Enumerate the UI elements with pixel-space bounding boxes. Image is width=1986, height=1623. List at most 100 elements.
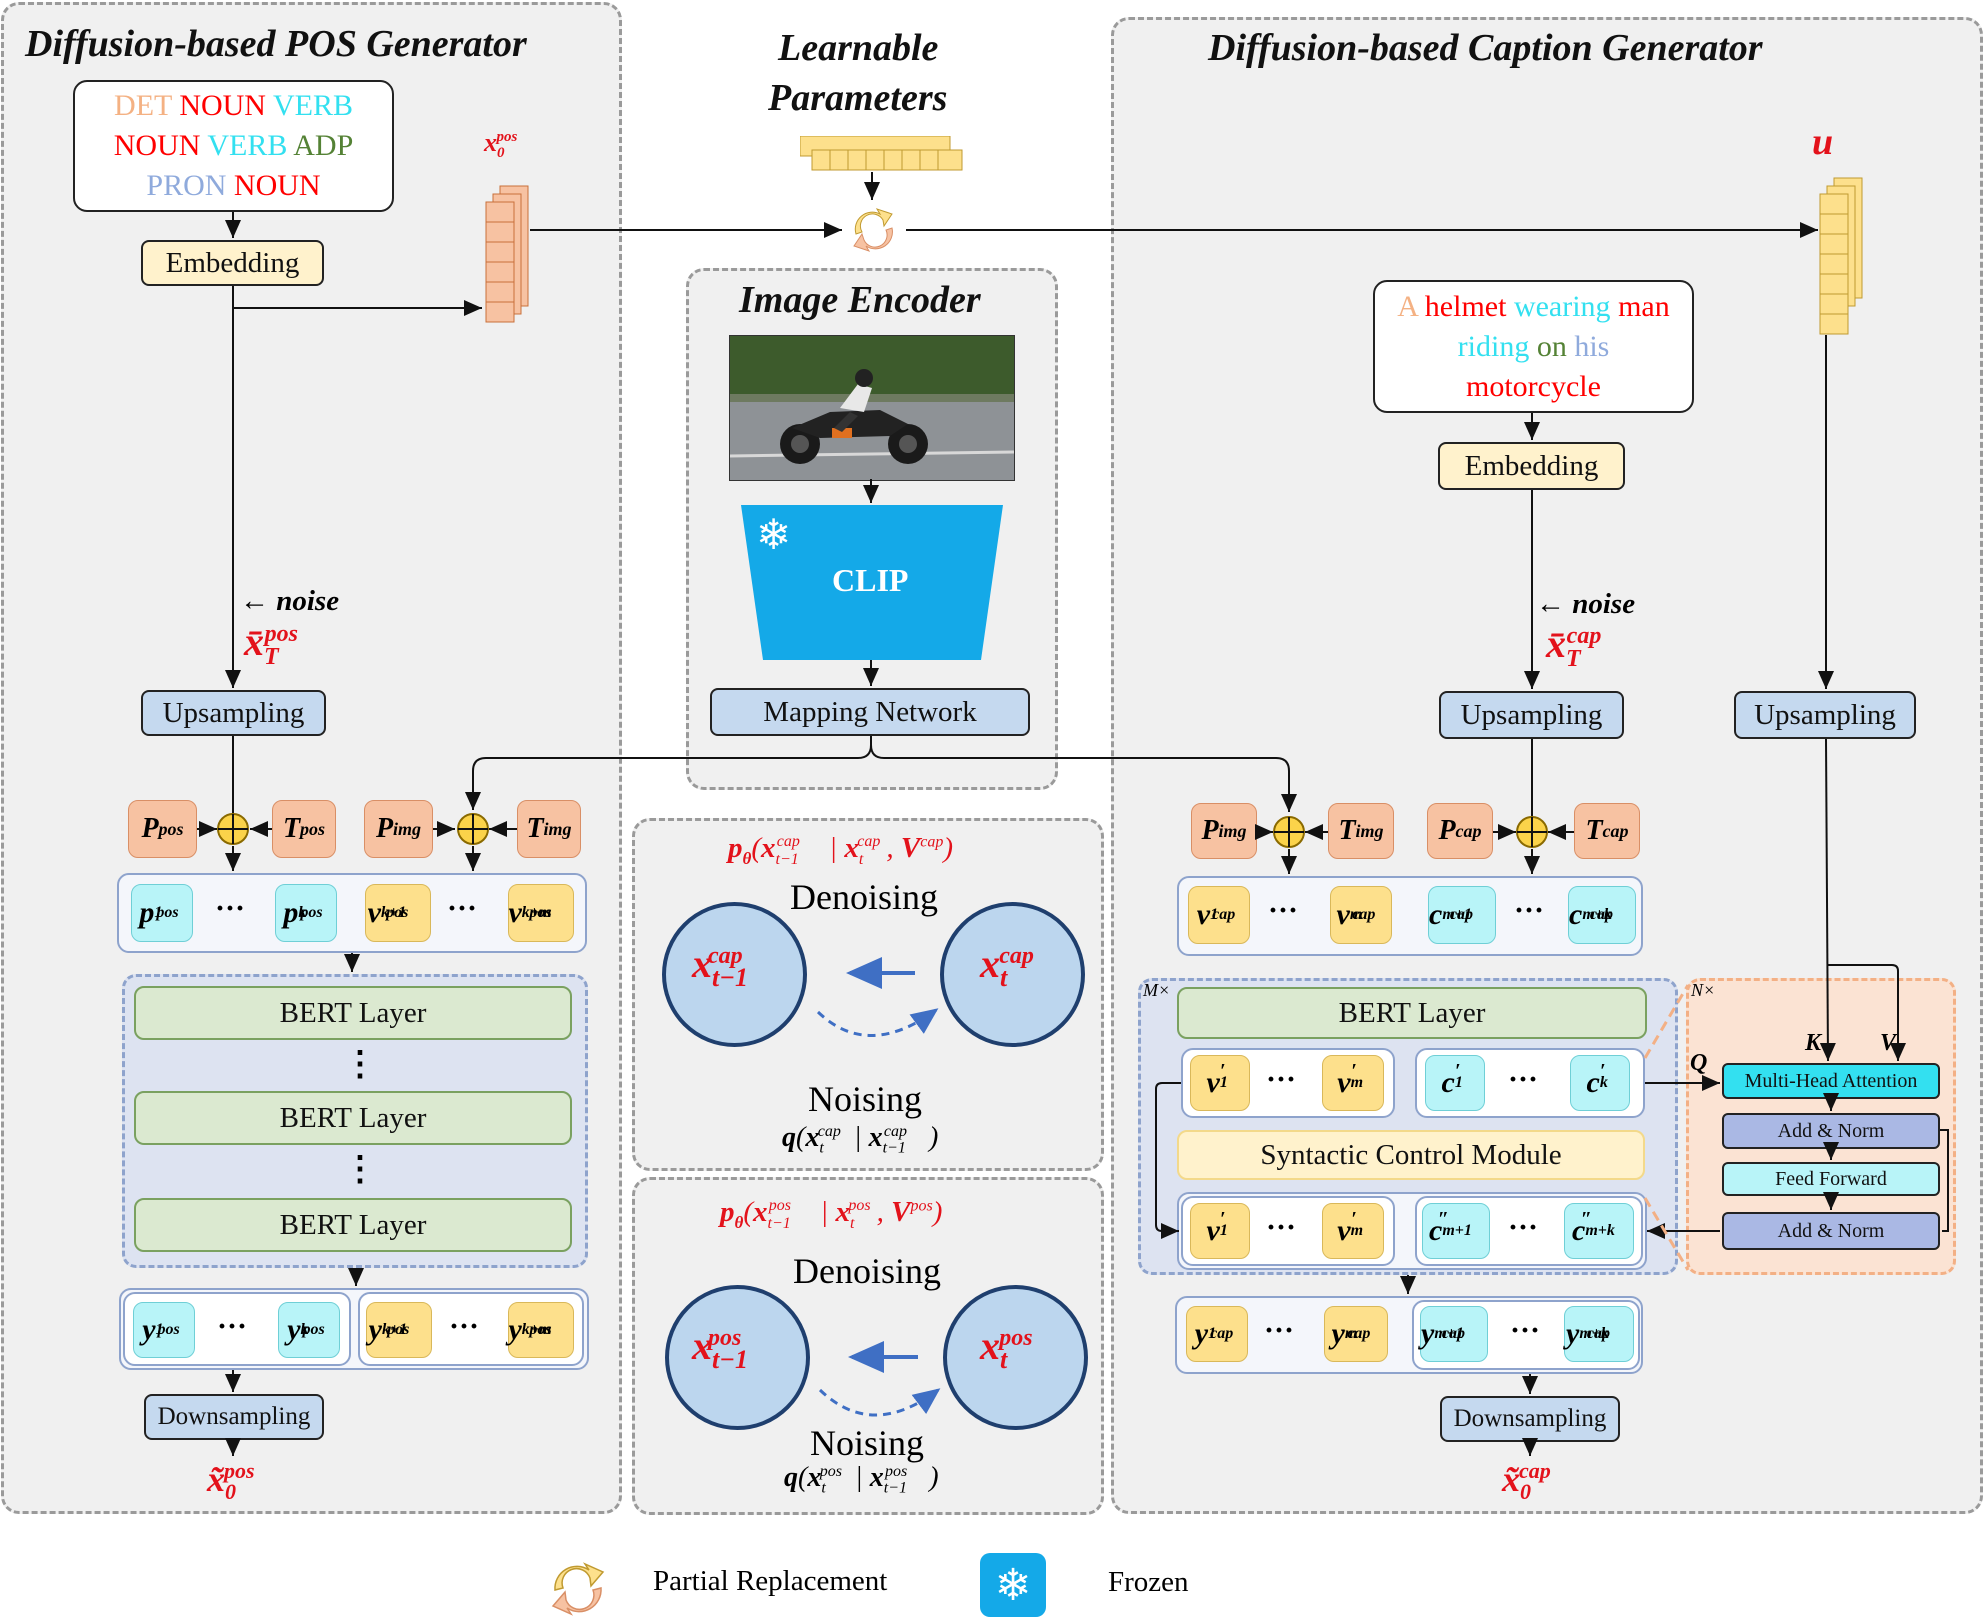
xt-1-cap-label: xt−1cap <box>692 941 748 992</box>
feed-forward-box: Feed Forward <box>1722 1162 1940 1196</box>
pos-tag-line: PRON NOUN <box>114 166 354 206</box>
xbar-T-pos-label: x̄Tpos <box>244 619 299 670</box>
m-times-label: M× <box>1143 980 1171 1000</box>
xt-1-pos-circle <box>665 1285 810 1430</box>
x0-pos-label: x0pos <box>484 128 518 162</box>
pos-tag: VERB <box>207 129 288 162</box>
xtilde-0-cap-label: x̃0cap <box>1502 1458 1551 1505</box>
learnable-parameters-stack <box>799 135 964 172</box>
xt-1-cap-circle <box>662 902 807 1047</box>
xt-pos-circle <box>943 1285 1088 1430</box>
q-label: Q <box>1690 1050 1708 1076</box>
u-upsampling-box: Upsampling <box>1734 691 1916 739</box>
caption-generator-panel <box>1111 17 1983 1514</box>
caption-word: wearing <box>1513 289 1611 323</box>
caption-input-token-group <box>1177 876 1643 956</box>
add-norm-box: Add & Norm <box>1722 1113 1940 1149</box>
xt-cap-label: xtcap <box>980 941 1034 992</box>
caption-word-line: motorcycle <box>1397 367 1669 407</box>
token-ellipsis: ··· <box>1266 1063 1297 1096</box>
caption-word-line: riding on his <box>1397 327 1669 367</box>
vertical-ellipsis: ⋮ <box>343 1046 377 1083</box>
p-theta-pos-formula: pθ(xt−1pos | xtpos, Vpos) <box>720 1196 943 1232</box>
partial-replacement-node <box>853 208 893 252</box>
add-norm-box-2: Add & Norm <box>1722 1212 1940 1250</box>
q-pos-formula: q(xtpos | xt−1pos) <box>784 1462 939 1497</box>
k-label: K <box>1805 1030 1822 1056</box>
pos-tag: VERB <box>272 89 353 122</box>
token-ellipsis: ··· <box>217 1310 248 1343</box>
pos-tag: DET <box>114 89 172 122</box>
xtilde-0-pos-label: x̃0pos <box>207 1458 255 1505</box>
caption-downsampling-box: Downsampling <box>1440 1396 1620 1442</box>
caption-generator-title: Diffusion-based Caption Generator <box>1208 27 1763 69</box>
token-ellipsis: ··· <box>1264 1314 1295 1347</box>
image-encoder-title: Image Encoder <box>739 279 981 321</box>
caption-embedding-box: Embedding <box>1438 442 1625 490</box>
bert-layer: BERT Layer <box>134 986 572 1040</box>
partial-replacement-icon <box>543 1558 613 1618</box>
learnable-parameters-title-line2: Parameters <box>768 77 948 119</box>
n-times-label: N× <box>1691 980 1716 1000</box>
xt-pos-label: xtpos <box>980 1323 1033 1374</box>
token-ellipsis: ··· <box>1508 1063 1539 1096</box>
vertical-ellipsis: ⋮ <box>343 1151 377 1188</box>
p-theta-cap-formula: pθ(xt−1cap | xtcap, Vcap) <box>728 832 954 868</box>
token-ellipsis: ··· <box>447 892 478 925</box>
multi-head-attention-box: Multi-Head Attention <box>1722 1063 1940 1099</box>
denoising-label-cap: Denoising <box>790 877 938 917</box>
clip-label: CLIP <box>832 562 909 598</box>
denoising-label-pos: Denoising <box>793 1251 941 1291</box>
frozen-icon: ❄ <box>980 1553 1046 1617</box>
caption-word: his <box>1574 329 1610 363</box>
caption-word: A <box>1397 289 1418 323</box>
caption-upsampling-box: Upsampling <box>1439 691 1624 739</box>
pos-tag: NOUN <box>233 169 321 202</box>
token-ellipsis: ··· <box>1510 1314 1541 1347</box>
partial-replacement-label: Partial Replacement <box>653 1565 888 1597</box>
pos-generator-title: Diffusion-based POS Generator <box>25 23 527 65</box>
pos-tag: NOUN <box>113 129 201 162</box>
caption-word: on <box>1536 329 1567 363</box>
caption-word: helmet <box>1424 289 1507 323</box>
bert-layer: BERT Layer <box>134 1198 572 1252</box>
xt-cap-circle <box>940 902 1085 1047</box>
token-ellipsis: ··· <box>1268 894 1299 927</box>
caption-word: motorcycle <box>1466 369 1601 403</box>
noising-label-pos: Noising <box>810 1423 925 1463</box>
pos-tag: PRON <box>146 169 227 202</box>
pos-downsampling-box: Downsampling <box>144 1394 324 1440</box>
syntactic-control-module: Syntactic Control Module <box>1177 1130 1645 1180</box>
pos-tag-line: DET NOUN VERB <box>114 86 354 126</box>
pos-embedding-box: Embedding <box>141 240 324 286</box>
mapping-network-box: Mapping Network <box>710 688 1030 736</box>
caption-word: man <box>1618 289 1670 323</box>
clip-encoder <box>741 505 1003 660</box>
